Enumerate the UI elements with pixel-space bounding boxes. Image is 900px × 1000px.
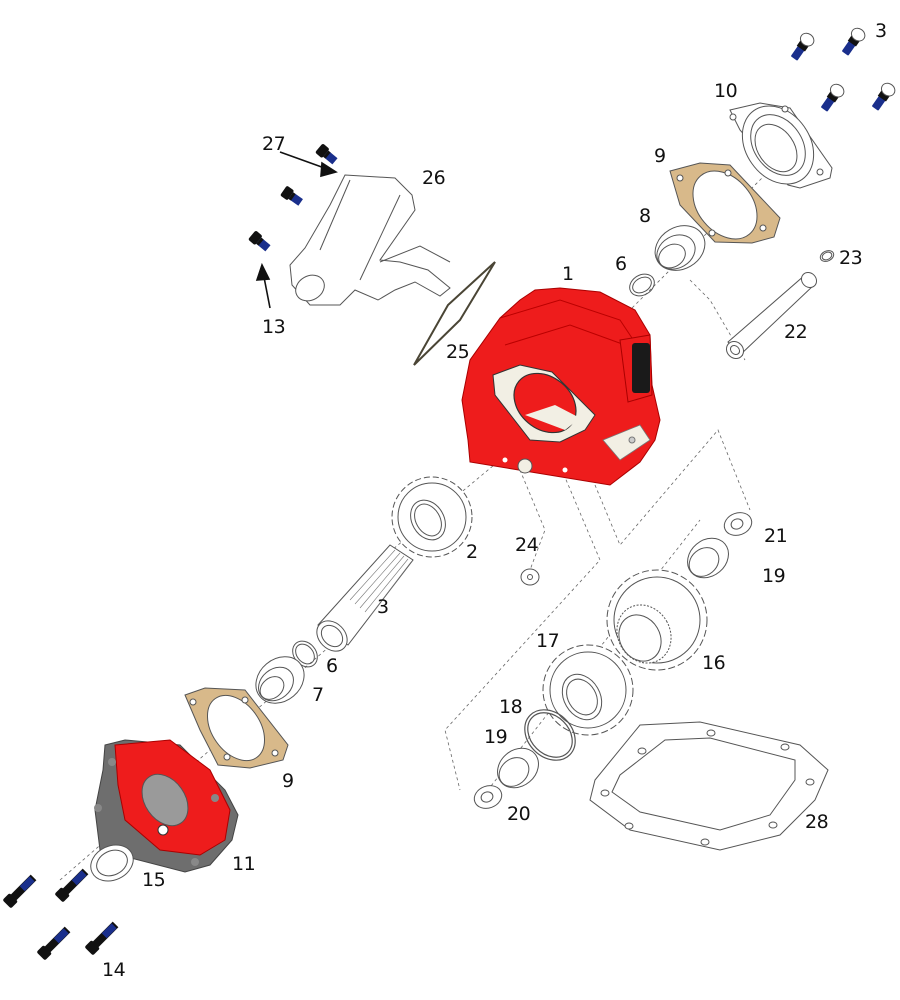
callout-26: 26	[422, 167, 446, 189]
part-9-gasket-bottom	[184, 687, 289, 769]
callout-21: 21	[764, 525, 788, 547]
arrow-27	[279, 151, 338, 178]
part-11-flange-cover	[94, 739, 239, 873]
bolt-group-14	[2, 867, 120, 961]
callout-14: 14	[102, 959, 126, 981]
part-26-shifter-fork	[289, 174, 451, 306]
callout-6-top: 6	[615, 253, 627, 275]
callout-28: 28	[805, 811, 829, 833]
part-16-cluster-gear	[606, 569, 708, 671]
arrow-13	[255, 262, 271, 309]
callout-23: 23	[839, 247, 863, 269]
part-20-thrust-washer	[473, 785, 503, 809]
callout-6-bottom: 6	[326, 655, 338, 677]
callout-17: 17	[536, 630, 560, 652]
part-22-idler-shaft	[725, 271, 818, 360]
callout-3-top: 3	[875, 20, 887, 42]
callout-3-shaft: 3	[377, 596, 389, 618]
callout-16: 16	[702, 652, 726, 674]
callout-24: 24	[515, 534, 539, 556]
callout-1: 1	[562, 263, 574, 285]
callout-27: 27	[262, 133, 286, 155]
callout-25: 25	[446, 341, 470, 363]
callout-7: 7	[312, 684, 324, 706]
callout-22: 22	[784, 321, 808, 343]
callout-13: 13	[262, 316, 286, 338]
callout-11: 11	[232, 853, 256, 875]
callout-9-top: 9	[654, 145, 666, 167]
part-18-snap-ring	[524, 709, 576, 761]
callout-18: 18	[499, 696, 523, 718]
callout-19-top: 19	[762, 565, 786, 587]
part-21-thrust-washer	[723, 512, 753, 536]
part-19-bearing-top	[687, 537, 729, 579]
callout-2: 2	[466, 541, 478, 563]
part-28-mounting-gasket	[589, 721, 829, 851]
part-23-o-ring	[819, 250, 835, 262]
part-6-snap-ring-top	[629, 273, 655, 297]
part-2-drive-gear	[391, 476, 473, 558]
callout-20: 20	[507, 803, 531, 825]
part-1-housing	[461, 287, 661, 486]
part-15-oil-seal	[90, 844, 134, 882]
part-3-splined-shaft	[316, 544, 414, 652]
part-17-helical-gear	[542, 644, 634, 736]
part-25-gasket	[413, 261, 496, 366]
callout-19-bottom: 19	[484, 726, 508, 748]
part-7-bearing	[255, 656, 305, 704]
part-19-bearing-bottom	[497, 747, 539, 789]
callout-10: 10	[714, 80, 738, 102]
part-10-bearing-cover	[729, 102, 833, 189]
callout-8: 8	[639, 205, 651, 227]
callout-15: 15	[142, 869, 166, 891]
part-24-plug	[520, 568, 540, 586]
part-8-bearing	[654, 225, 706, 271]
part-9-gasket-top	[669, 162, 781, 244]
callout-9-bottom: 9	[282, 770, 294, 792]
